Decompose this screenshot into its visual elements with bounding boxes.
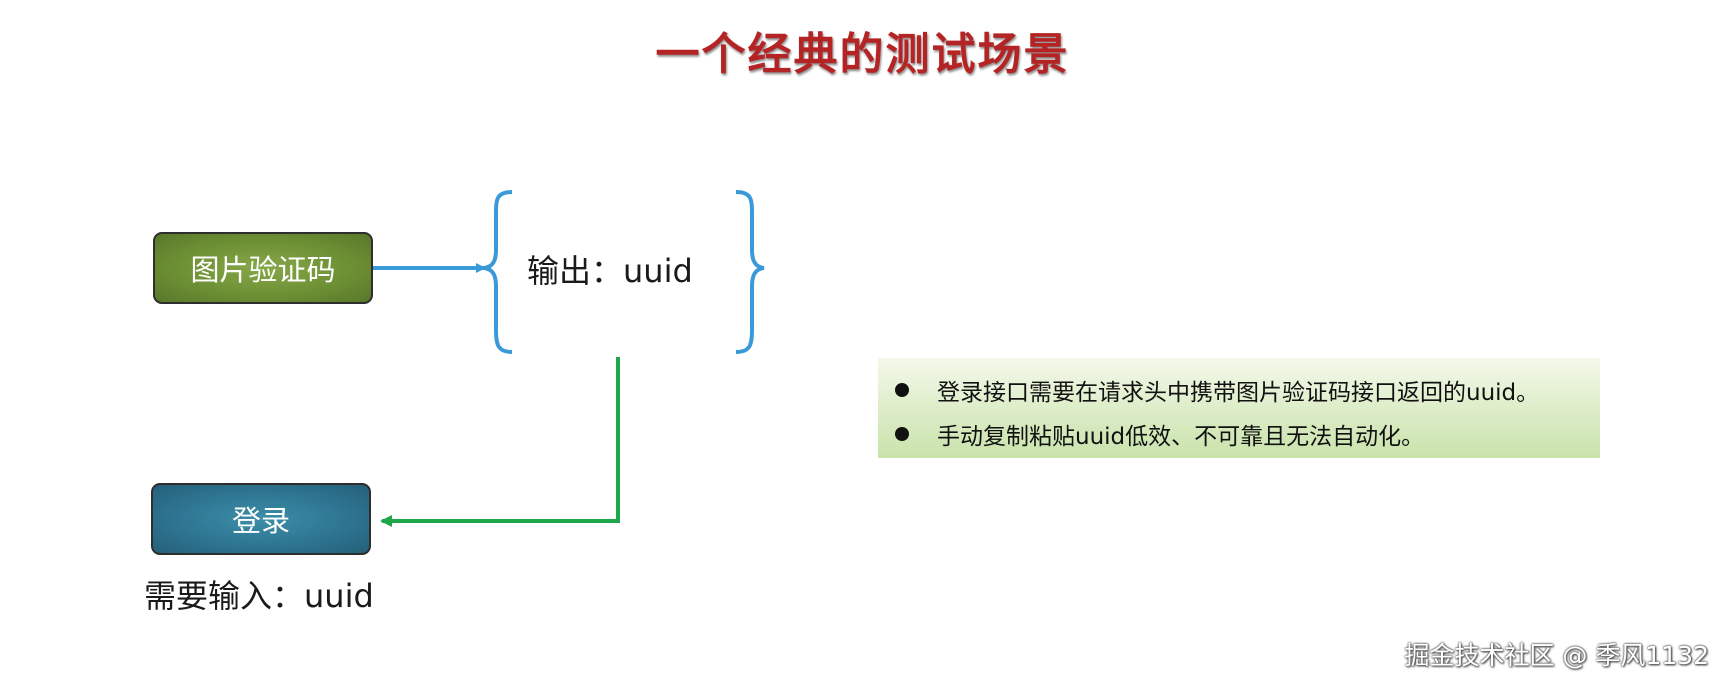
watermark: 掘金技术社区 @ 季风1132	[1404, 641, 1709, 670]
bullet-dot-icon	[895, 383, 909, 397]
bullet-item: 手动复制粘贴uuid低效、不可靠且无法自动化。	[878, 412, 1600, 456]
right-brace	[735, 190, 765, 354]
bullet-text: 手动复制粘贴uuid低效、不可靠且无法自动化。	[937, 424, 1425, 450]
login-node-label: 登录	[231, 504, 290, 538]
captcha-node: 图片验证码	[153, 232, 373, 304]
bullet-item: 登录接口需要在请求头中携带图片验证码接口返回的uuid。	[878, 368, 1600, 412]
login-node: 登录	[151, 483, 371, 555]
bullet-panel: 登录接口需要在请求头中携带图片验证码接口返回的uuid。 手动复制粘贴uuid低…	[878, 358, 1600, 458]
bullet-text: 登录接口需要在请求头中携带图片验证码接口返回的uuid。	[937, 380, 1540, 406]
bullet-dot-icon	[895, 427, 909, 441]
output-label: 输出：uuid	[527, 252, 693, 290]
slide-title: 一个经典的测试场景	[655, 29, 1070, 80]
captcha-node-label: 图片验证码	[190, 253, 336, 287]
input-note: 需要输入：uuid	[144, 577, 374, 615]
left-brace	[483, 190, 513, 354]
output-to-login-arrow	[380, 357, 620, 527]
